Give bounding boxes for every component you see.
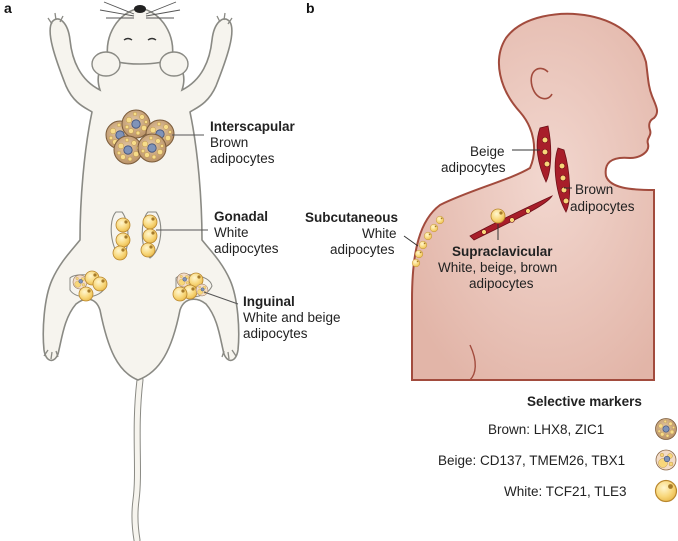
inguinal-line2: adipocytes (243, 326, 308, 341)
label-gonadal: Gonadal White adipocytes (214, 209, 279, 256)
legend-beige-cell-icon (655, 449, 677, 471)
beige-line1: Beige (470, 144, 505, 159)
subcutaneous-line2: adipocytes (330, 242, 395, 257)
subcutaneous-title: Subcutaneous (305, 210, 398, 225)
legend-item-beige-label: Beige: CD137, TMEM26, TBX1 (438, 453, 625, 468)
supraclavicular-line2: adipocytes (469, 276, 534, 291)
legend: Selective markers Brown: LHX8, ZIC1 Beig… (438, 394, 678, 503)
interscapular-line2: adipocytes (210, 151, 275, 166)
legend-white-cell-icon (654, 479, 678, 503)
legend-title: Selective markers (527, 394, 642, 409)
label-brown-adipocytes: Brown adipocytes (570, 182, 635, 214)
gonadal-line1: White (214, 225, 249, 240)
brown-line1: Brown (575, 182, 613, 197)
inguinal-line1: White and beige (243, 310, 341, 325)
panel-label-a: a (4, 0, 12, 16)
beige-line2: adipocytes (441, 160, 506, 175)
label-beige-adipocytes: Beige adipocytes (441, 144, 506, 175)
legend-brown-cell-icon (655, 418, 677, 440)
human-illustration (411, 12, 659, 381)
label-interscapular: Interscapular Brown adipocytes (210, 119, 296, 166)
legend-item-brown-label: Brown: LHX8, ZIC1 (488, 422, 604, 437)
label-supraclavicular: Supraclavicular White, beige, brown adip… (438, 244, 557, 291)
interscapular-title: Interscapular (210, 119, 296, 134)
subcutaneous-line1: White (362, 226, 397, 241)
panel-label-b: b (306, 0, 315, 16)
supraclavicular-title: Supraclavicular (452, 244, 553, 259)
inguinal-title: Inguinal (243, 294, 295, 309)
human-fat-depots (469, 125, 571, 241)
mouse-leader-lines (156, 134, 239, 305)
supraclavicular-line1: White, beige, brown (438, 260, 557, 275)
supraclavicular-marker (490, 208, 506, 224)
human-silhouette (411, 12, 659, 381)
human-leader-lines (403, 149, 572, 247)
legend-item-white-label: White: TCF21, TLE3 (504, 484, 627, 499)
mouse-illustration (42, 1, 240, 541)
gonadal-title: Gonadal (214, 209, 268, 224)
brown-line2: adipocytes (570, 199, 635, 214)
label-subcutaneous: Subcutaneous White adipocytes (305, 210, 398, 257)
mouse-body (42, 18, 240, 381)
label-inguinal: Inguinal White and beige adipocytes (243, 294, 341, 341)
interscapular-line1: Brown (210, 135, 248, 150)
mouse-head (106, 7, 174, 65)
gonadal-line2: adipocytes (214, 241, 279, 256)
